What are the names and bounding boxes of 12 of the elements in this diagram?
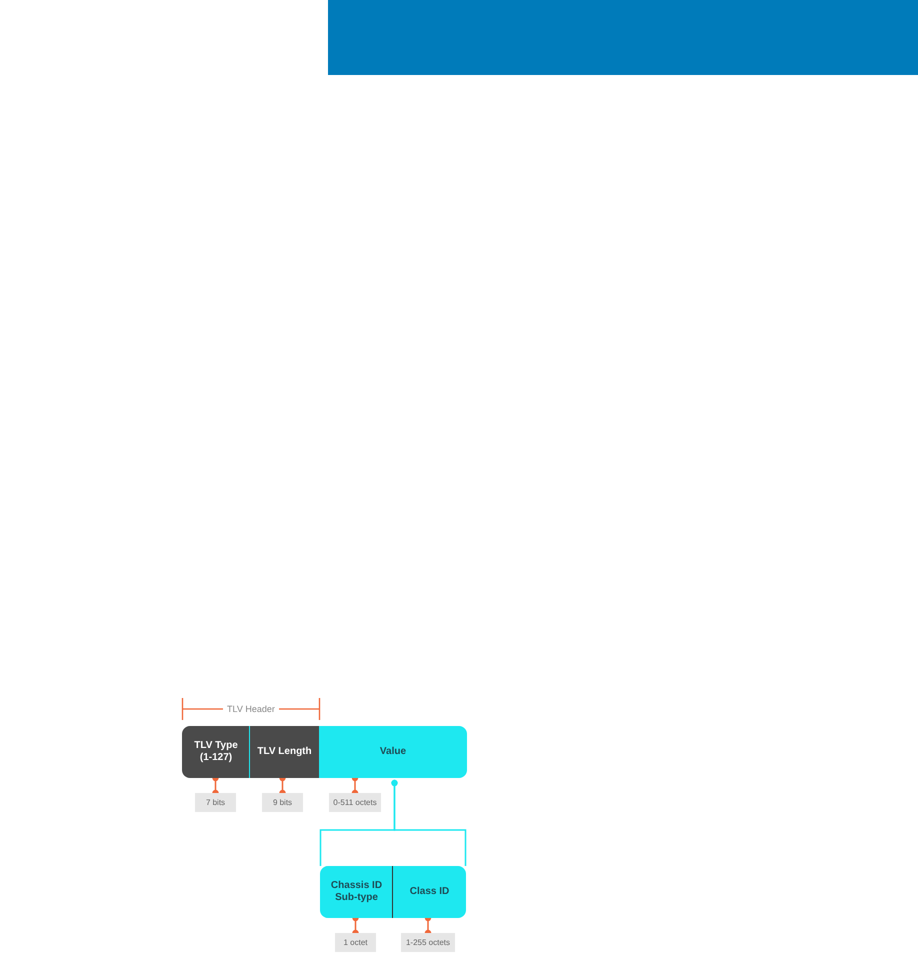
length-field: TLV Length bbox=[250, 726, 319, 778]
class-id-field: Class ID bbox=[393, 866, 466, 918]
subtype-field: Chassis ID Sub-type bbox=[320, 866, 393, 918]
dimension-label: TLV Header bbox=[223, 704, 279, 714]
bracket-connector bbox=[391, 780, 466, 866]
size-tag: 1 octet bbox=[335, 933, 376, 952]
value-field: Value bbox=[319, 726, 467, 778]
size-tag: 1-255 octets bbox=[401, 933, 455, 952]
size-tag: 7 bits bbox=[195, 793, 236, 812]
size-tag: 9 bits bbox=[262, 793, 303, 812]
size-tag: 0-511 octets bbox=[329, 793, 381, 812]
type-field: TLV Type (1-127) bbox=[182, 726, 250, 778]
